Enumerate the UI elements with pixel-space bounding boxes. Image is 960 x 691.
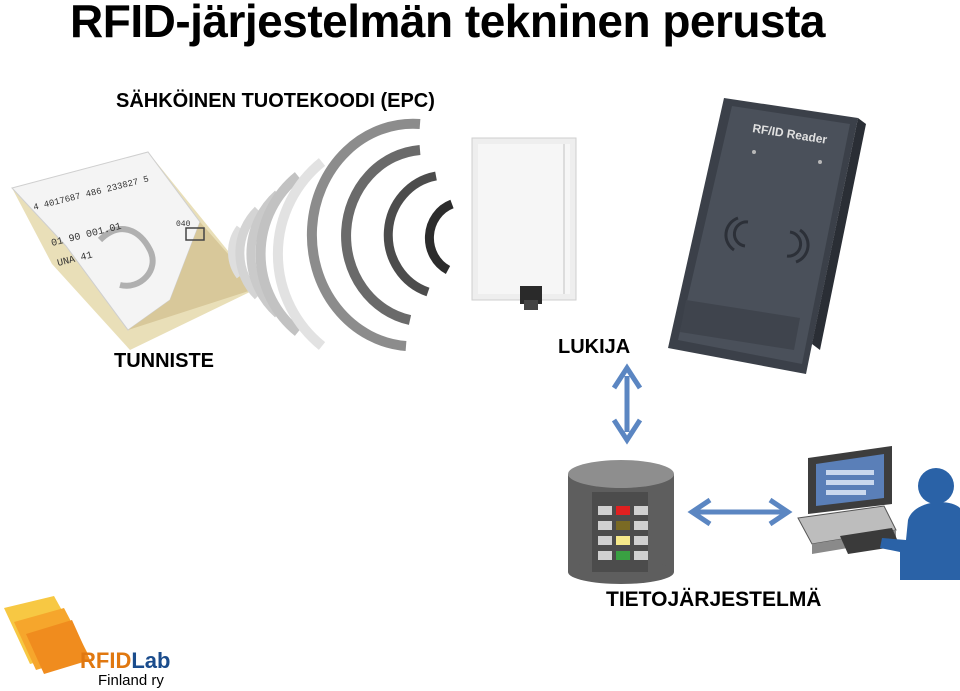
database-computer-arrow (692, 500, 788, 524)
logo-brand: RFIDLab (80, 648, 170, 674)
logo-brand-rfid: RFID (80, 648, 131, 673)
person-icon (918, 468, 954, 504)
logo-brand-lab: Lab (131, 648, 170, 673)
rfidlab-logo-icon (4, 596, 90, 674)
reader-label: LUKIJA (558, 336, 630, 359)
radio-waves-icon (232, 124, 452, 346)
computer-user-icon (798, 446, 960, 580)
antenna-panel-image (472, 138, 576, 310)
system-label: TIETOJÄRJESTELMÄ (606, 588, 821, 612)
rfid-reader-image: RF/ID Reader (668, 98, 866, 374)
rfid-tag-image: 4 4017687 486 233827 5 01 90 001.01 UNA … (12, 152, 258, 350)
reader-database-arrow (614, 368, 640, 440)
logo-subtitle: Finland ry (98, 672, 164, 689)
tag-label: TUNNISTE (114, 350, 214, 373)
database-icon (568, 460, 674, 584)
